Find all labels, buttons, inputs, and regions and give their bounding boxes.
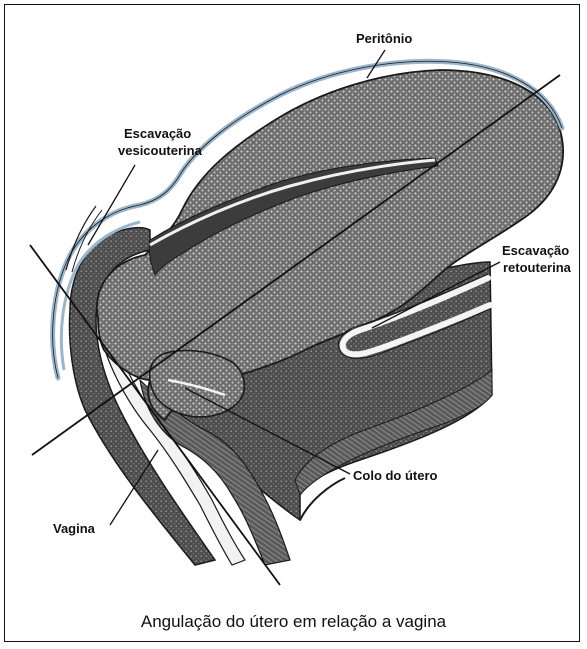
label-peritonio: Peritônio [356, 31, 412, 46]
label-colo-do-utero: Colo do útero [353, 468, 438, 483]
label-escavacao-vesicouterina-2: vesicouterina [118, 143, 202, 158]
label-escavacao-retouterina-1: Escavação [502, 243, 569, 258]
label-escavacao-retouterina-2: retouterina [503, 260, 571, 275]
label-vagina: Vagina [53, 521, 95, 536]
label-escavacao-vesicouterina-1: Escavação [124, 126, 191, 141]
figure-caption: Angulação do útero em relação a vagina [0, 612, 587, 632]
